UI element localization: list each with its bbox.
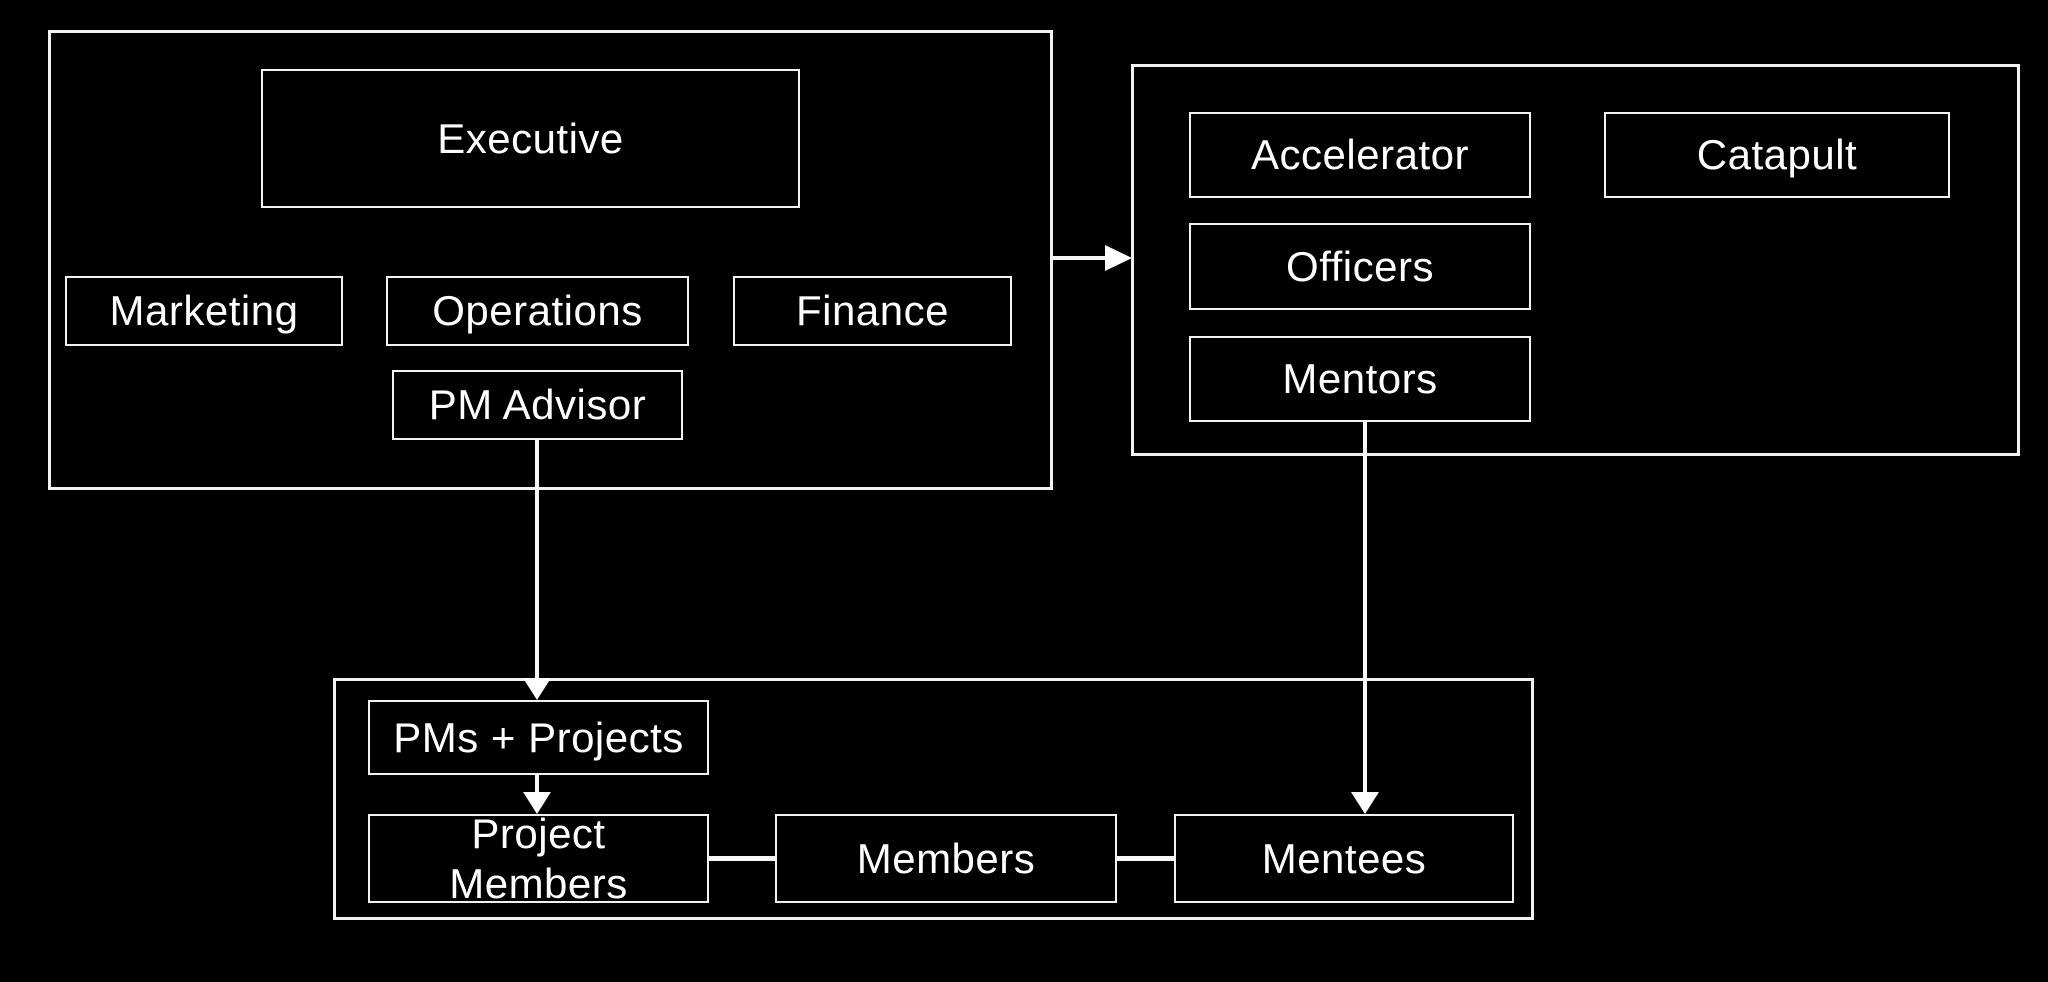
node-catapult-label: Catapult xyxy=(1696,131,1858,179)
node-marketing: Marketing xyxy=(65,276,343,346)
arrow-head-down-icon xyxy=(1351,792,1379,814)
node-pm-advisor-label: PM Advisor xyxy=(428,381,647,429)
node-officers: Officers xyxy=(1189,223,1531,310)
connector-project-members-to-members xyxy=(709,856,775,861)
arrow-line xyxy=(1053,256,1106,260)
node-members-label: Members xyxy=(856,834,1036,882)
node-pms-projects: PMs + Projects xyxy=(368,700,709,775)
node-executive: Executive xyxy=(261,69,800,208)
node-operations: Operations xyxy=(386,276,689,346)
node-executive-label: Executive xyxy=(437,114,624,162)
arrow-head-down-icon xyxy=(523,792,551,814)
node-mentees: Mentees xyxy=(1174,814,1514,903)
node-officers-label: Officers xyxy=(1286,242,1434,290)
node-mentees-label: Mentees xyxy=(1261,834,1427,882)
node-members: Members xyxy=(775,814,1117,903)
node-mentors: Mentors xyxy=(1189,336,1531,422)
node-catapult: Catapult xyxy=(1604,112,1950,198)
arrow-line xyxy=(535,440,539,680)
connector-members-to-mentees xyxy=(1117,856,1174,861)
node-mentors-label: Mentors xyxy=(1282,355,1438,403)
group-executive-team xyxy=(48,30,1053,490)
node-project-members: Project Members xyxy=(368,810,709,907)
group-mentorship-team xyxy=(1131,64,2020,456)
arrow-line xyxy=(535,775,539,793)
node-pm-advisor: PM Advisor xyxy=(392,370,683,440)
arrow-head-down-icon xyxy=(523,678,551,700)
arrow-line xyxy=(1363,422,1367,794)
arrow-head-right-icon xyxy=(1105,245,1132,271)
node-finance-label: Finance xyxy=(796,287,949,335)
node-operations-label: Operations xyxy=(432,287,643,335)
node-marketing-label: Marketing xyxy=(109,287,299,335)
group-members-team xyxy=(333,678,1534,920)
node-accelerator: Accelerator xyxy=(1189,112,1531,198)
node-accelerator-label: Accelerator xyxy=(1251,131,1469,179)
node-project-members-label: Project Members xyxy=(449,809,628,907)
node-pms-projects-label: PMs + Projects xyxy=(393,713,684,761)
node-finance: Finance xyxy=(733,276,1012,346)
